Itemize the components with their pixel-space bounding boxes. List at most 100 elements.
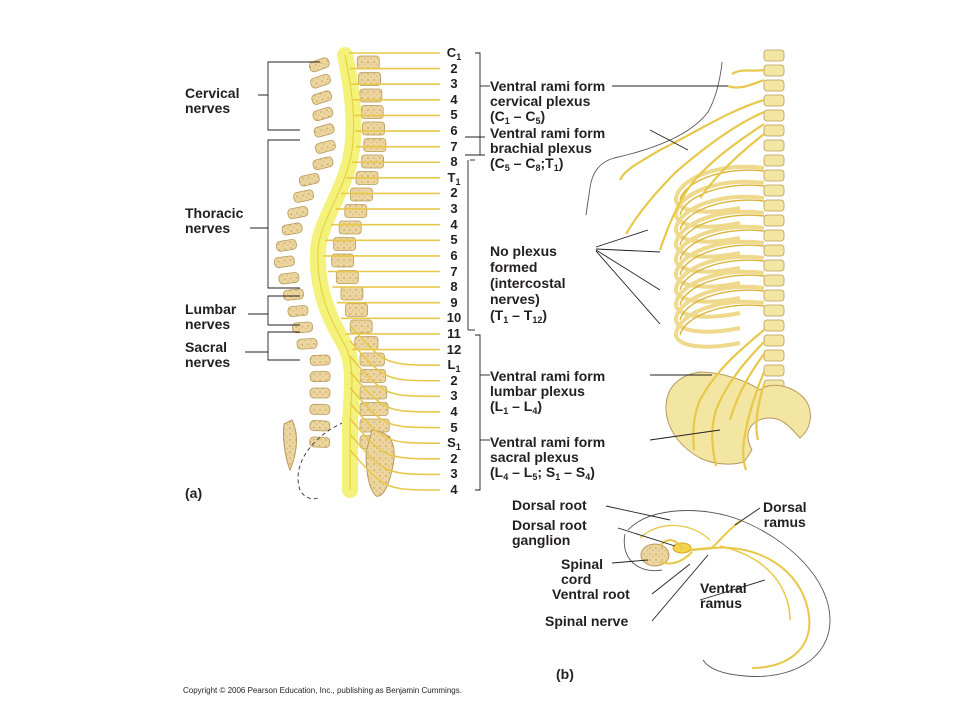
text-part: ): [590, 464, 595, 480]
nerve-number-main: 4: [450, 482, 458, 497]
vertebral-body: [349, 319, 373, 334]
spinal-nerve-line: [349, 371, 441, 413]
plexus-nerve: [625, 110, 765, 235]
nerve-number: 5: [443, 233, 465, 246]
vertebra-torso: [763, 169, 785, 182]
vertebral-body: [344, 204, 368, 218]
text-part: – S: [560, 464, 586, 480]
rib: [674, 194, 765, 244]
nerve-number: 4: [443, 218, 465, 231]
plexus-nerve: [731, 68, 765, 75]
cervical-plexus-line3: (C1 – C5): [490, 109, 605, 129]
nerve-number: T1: [443, 171, 465, 189]
vertebra-process: [309, 371, 331, 383]
nerve-number-main: T: [447, 169, 456, 185]
vertebra-process: [275, 239, 297, 252]
intercostal-nerve: [679, 184, 765, 216]
vertebral-body: [331, 253, 355, 268]
spinal-nerve-line: [349, 324, 441, 366]
vertebra-process: [273, 255, 295, 269]
copyright-notice: Copyright © 2006 Pearson Education, Inc.…: [183, 686, 462, 695]
vertebral-body: [359, 385, 388, 400]
nerve-number-sub: 1: [455, 364, 461, 375]
label-thoracic-nerves: Thoracic nerves: [185, 205, 244, 236]
vertebra-process: [312, 156, 334, 171]
subscript: 4: [503, 472, 509, 482]
intercostal-line4: nerves): [490, 291, 540, 307]
vertebra-torso: [763, 139, 785, 152]
spinal-nerve-line: [349, 433, 441, 476]
nerve-number: 7: [443, 140, 465, 153]
vertebra-process: [287, 305, 309, 317]
vertebra-torso: [763, 304, 785, 317]
subscript: 1: [503, 315, 509, 325]
panel-b-label: (b): [556, 666, 574, 682]
sacrum: [365, 429, 395, 497]
vertebra-torso: [763, 259, 785, 272]
spinal-nerve-line: [349, 402, 441, 444]
intercostal-line3: (intercostal: [490, 275, 566, 291]
vertebra-torso: [763, 244, 785, 257]
label-dorsal-root: Dorsal root: [512, 497, 587, 513]
nerve-number-main: 3: [450, 466, 458, 482]
vertebra-torso: [763, 349, 785, 362]
vertebra-torso: [763, 364, 785, 377]
label-sacral-nerves: Sacral nerves: [185, 339, 231, 370]
nerve-number: 2: [443, 452, 465, 465]
pelvis: [665, 371, 811, 465]
text-part: (L: [490, 398, 504, 414]
nerve-number: 4: [443, 93, 465, 106]
label-cervical-plexus: Ventral rami form cervical plexus (C1 – …: [490, 79, 605, 129]
label-dorsal-root-ganglion: Dorsal root ganglion: [512, 517, 587, 548]
nerve-number: 4: [443, 483, 465, 496]
nerve-number-main: 4: [450, 216, 458, 232]
nerve-number-main: S: [447, 435, 456, 451]
text-part: ): [540, 108, 546, 124]
label-lumbar-nerves: Lumbar nerves: [185, 301, 237, 332]
vertebra-process: [309, 387, 331, 399]
nerve-number-main: 11: [447, 325, 461, 341]
subscript: 1: [553, 163, 559, 173]
vertebra-process: [313, 123, 335, 138]
text-part: ;T: [540, 155, 554, 171]
nerve-number-main: 6: [450, 247, 458, 263]
vertebral-column-a: [273, 55, 395, 500]
label-sacral-plexus: Ventral rami form sacral plexus (L4 – L5…: [490, 435, 605, 485]
subscript: 1: [555, 472, 561, 482]
text-part: (C: [490, 108, 505, 124]
nerve-number-main: 3: [450, 388, 458, 404]
nerve-number-main: 9: [450, 294, 458, 310]
nerve-number-main: 3: [450, 76, 458, 92]
spinal-cord-edge-a: [317, 54, 355, 490]
intercostal-nerve: [679, 304, 765, 336]
rib: [674, 164, 765, 214]
lumbar-plexus-line1: Ventral rami form: [490, 368, 606, 384]
subscript: 5: [535, 116, 541, 126]
subscript: 8: [535, 163, 541, 173]
nerve-number-main: 3: [450, 201, 458, 217]
brachial-plexus-line1: Ventral rami form: [490, 125, 606, 141]
panel-a-label: (a): [185, 485, 203, 501]
label-spinal-cord: Spinal cord: [561, 556, 604, 587]
text-part: ): [537, 398, 543, 414]
nerve-number: 10: [443, 311, 465, 324]
nerve-number: 3: [443, 202, 465, 215]
nerve-number: 7: [443, 265, 465, 278]
vertebral-body: [338, 220, 362, 235]
nerve-number-sub: 1: [456, 52, 462, 62]
subscript: 4: [585, 472, 591, 482]
label-spinal-nerve: Spinal nerve: [545, 613, 629, 629]
vertebra-process: [292, 321, 313, 334]
vertebra-torso: [763, 79, 785, 92]
nerve-number: 11: [443, 327, 465, 340]
text-part: ; S: [537, 464, 556, 480]
nerve-number-main: 4: [450, 403, 458, 419]
nerve-number-main: L: [447, 357, 456, 373]
nerve-number-main: 5: [450, 107, 458, 123]
leader-lines-a: [245, 52, 490, 491]
spinal-nerve-line: [349, 449, 441, 491]
nerve-number-main: 5: [450, 232, 458, 248]
vertebra-process: [314, 139, 336, 154]
